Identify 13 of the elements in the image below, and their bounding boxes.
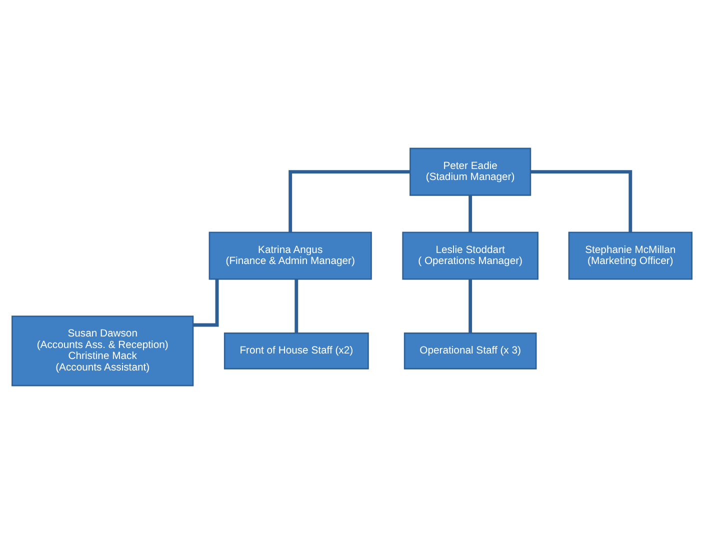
node-box: Stephanie McMillan (Marketing Officer): [568, 232, 692, 280]
node-box: Katrina Angus (Finance & Admin Manager): [208, 232, 372, 280]
connector: [468, 279, 472, 334]
node-box: Susan Dawson (Accounts Ass. & Reception) Christine Mack (Accounts Assistant): [12, 316, 194, 386]
connector: [193, 279, 219, 327]
node-box: Operational Staff (x 3): [404, 332, 537, 370]
connector: [288, 170, 410, 232]
node-box: Leslie Stoddart ( Operations Manager): [402, 232, 538, 280]
node-box: Peter Eadie (Stadium Manager): [410, 148, 532, 196]
connector: [294, 279, 298, 334]
node-box: Front of House Staff (x2): [224, 332, 369, 370]
connector: [530, 170, 632, 232]
connector: [468, 195, 472, 232]
